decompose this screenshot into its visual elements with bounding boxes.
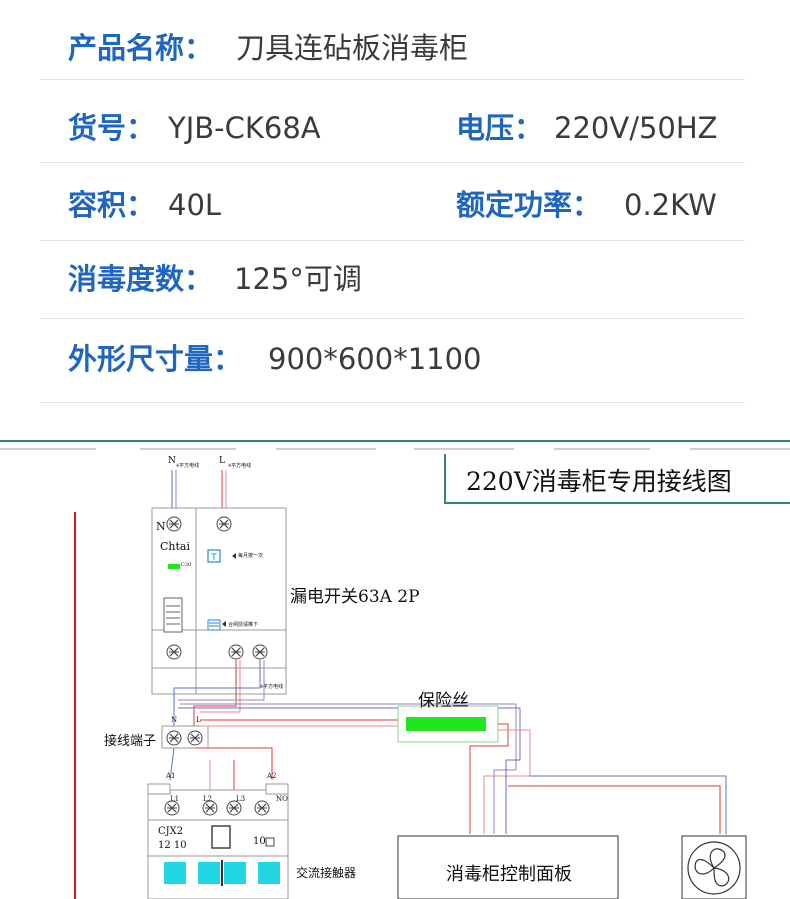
capacity-value: 40L: [168, 188, 222, 222]
voltage-value: 220V/50HZ: [554, 111, 718, 145]
breaker-label: 漏电开关63A 2P: [290, 587, 420, 607]
terminal-block-n: N: [171, 716, 178, 724]
dimensions-label: 外形尺寸量：: [68, 342, 243, 376]
breaker-terminal-n: N: [168, 456, 176, 466]
divider-dash: [414, 448, 514, 450]
temperature-value: 125°可调: [234, 262, 362, 296]
control-panel-label: 消毒柜控制面板: [446, 864, 572, 885]
terminal-block: [161, 725, 209, 749]
temperature-label: 消毒度数：: [68, 262, 214, 296]
breaker-output-wires: [173, 660, 265, 732]
spec-row-model-voltage: 货号： YJB-CK68A 电压： 220V/50HZ: [40, 80, 745, 163]
svg-text:T: T: [210, 553, 217, 563]
contactor-label: 交流接触器: [296, 866, 357, 880]
section-divider: [0, 440, 790, 442]
breaker-n-marker: N: [156, 520, 166, 533]
contactor-nc: 10: [253, 836, 266, 847]
contactor-model: CJX2: [158, 826, 184, 837]
incoming-wire-l: [221, 470, 227, 516]
breaker-wire-n-note: 4平方电线: [176, 463, 200, 469]
capacity-label: 容积：: [68, 188, 156, 222]
breaker-terminal-l: L: [219, 456, 225, 466]
spec-row-product-name: 产品名称： 刀具连砧板消毒柜: [40, 0, 745, 80]
divider-dash: [554, 448, 650, 450]
voltage-label: 电压：: [456, 111, 544, 145]
breaker-wire-l-note: 4平方电线: [228, 463, 252, 469]
wiring-diagram-title: 220V消毒柜专用接线图: [444, 454, 790, 504]
breaker-brand: Chtai: [160, 540, 190, 553]
contactor-no: NO: [276, 795, 288, 803]
breaker-test-note: 每月按一次: [238, 553, 264, 559]
contactor-l2: L2: [203, 795, 213, 803]
divider-dash: [276, 448, 376, 450]
power-label: 额定功率：: [456, 188, 602, 222]
model-value: YJB-CK68A: [168, 111, 321, 145]
contactor-a1: A1: [166, 772, 176, 780]
fuse-label: 保险丝: [418, 691, 469, 711]
contactor-l3: L3: [236, 795, 246, 803]
terminal-block-l: L: [196, 716, 201, 724]
spec-row-dimensions: 外形尺寸量： 900*600*1100: [40, 319, 745, 403]
breaker-reset-note: 合闸前请推下: [228, 622, 259, 628]
fuse: [397, 705, 499, 743]
dimensions-value: 900*600*1100: [268, 342, 482, 376]
fan-icon: [681, 835, 747, 899]
incoming-wire-n: [171, 470, 177, 516]
product-name-label: 产品名称：: [68, 31, 214, 65]
contactor-current: 12 10: [158, 840, 187, 851]
divider-dash: [140, 448, 236, 450]
model-label: 货号：: [68, 111, 156, 145]
power-value: 0.2KW: [624, 188, 717, 222]
divider-dash: [0, 448, 96, 450]
breaker-output-wire-note: 4平方电线: [260, 684, 284, 690]
contactor-l1: L1: [170, 795, 180, 803]
product-name-value: 刀具连砧板消毒柜: [236, 31, 469, 65]
breaker-rating: C20: [181, 562, 192, 568]
leakage-breaker: T: [151, 507, 287, 695]
spec-row-temperature: 消毒度数： 125°可调: [40, 241, 745, 319]
spec-row-capacity-power: 容积： 40L 额定功率： 0.2KW: [40, 163, 745, 241]
contactor-a2: A2: [267, 772, 277, 780]
divider-dash: [690, 448, 790, 450]
terminal-block-label: 接线端子: [104, 734, 157, 749]
red-guide-line: [74, 512, 76, 899]
distribution-wires: [169, 703, 727, 834]
